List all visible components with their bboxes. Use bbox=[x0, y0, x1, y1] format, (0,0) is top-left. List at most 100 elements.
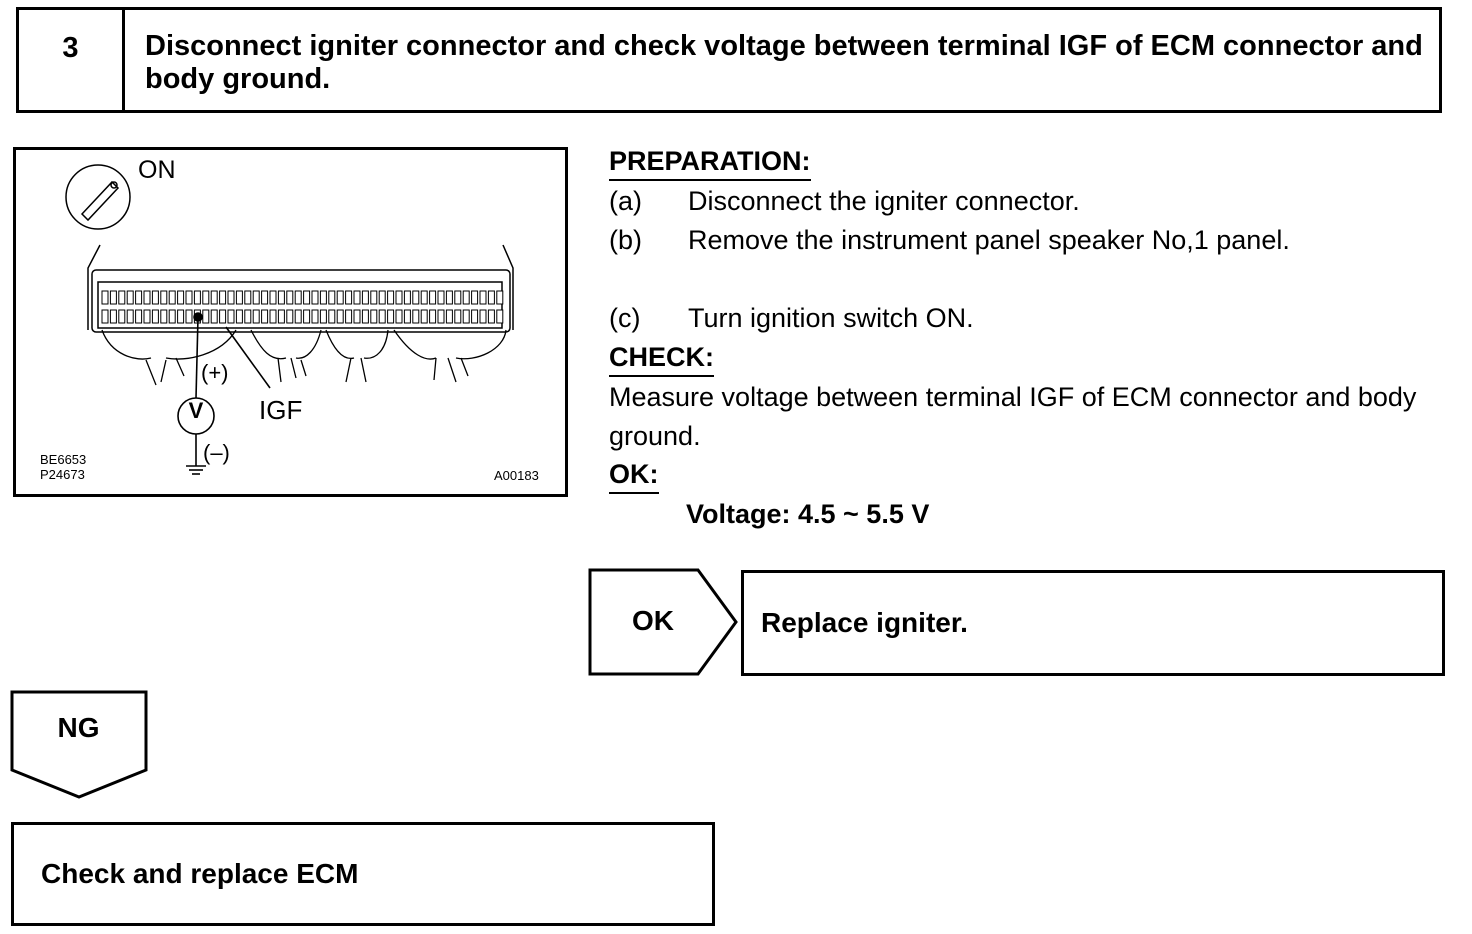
connector-pin bbox=[269, 290, 277, 305]
connector-pin bbox=[244, 290, 252, 305]
connector-pin bbox=[177, 290, 185, 305]
ok-arrow-shape bbox=[588, 568, 738, 676]
step-number-cell: 3 bbox=[19, 10, 125, 110]
connector-pin bbox=[135, 309, 143, 324]
connector-pin bbox=[345, 290, 353, 305]
connector-pin bbox=[395, 309, 403, 324]
connector-pin bbox=[269, 309, 277, 324]
connector-pin bbox=[479, 290, 487, 305]
connector-pin bbox=[109, 309, 117, 324]
connector-pin bbox=[227, 290, 235, 305]
connector-pin bbox=[437, 309, 445, 324]
ng-result-box: Check and replace ECM bbox=[11, 822, 715, 926]
voltmeter-probe bbox=[177, 312, 271, 475]
connector-pin bbox=[160, 290, 168, 305]
connector-pin bbox=[151, 309, 159, 324]
connector-pin bbox=[202, 309, 210, 324]
connector-pin bbox=[437, 290, 445, 305]
figure-code: A00183 bbox=[494, 468, 539, 483]
ecm-connector-diagram bbox=[65, 164, 514, 475]
connector-pin bbox=[168, 309, 176, 324]
connector-pin bbox=[336, 290, 344, 305]
connector-pin bbox=[420, 290, 428, 305]
connector-pin bbox=[219, 290, 227, 305]
connector-pin bbox=[420, 309, 428, 324]
connector-pin bbox=[151, 290, 159, 305]
connector-pin bbox=[412, 309, 420, 324]
connector-pin bbox=[277, 309, 285, 324]
connector-pin bbox=[294, 309, 302, 324]
figure-code: P24673 bbox=[40, 467, 85, 482]
figure-code: BE6653 bbox=[40, 452, 87, 467]
connector-pin bbox=[454, 309, 462, 324]
connector-pin bbox=[177, 309, 185, 324]
connector-pin bbox=[261, 309, 269, 324]
connector-pin bbox=[378, 309, 386, 324]
connector-pin bbox=[185, 290, 193, 305]
connector-pin bbox=[471, 290, 479, 305]
connector-pin bbox=[286, 309, 294, 324]
ecm-connector-body bbox=[87, 244, 514, 333]
connector-pin bbox=[328, 290, 336, 305]
connector-pin bbox=[353, 309, 361, 324]
step-header: 3 Disconnect igniter connector and check… bbox=[16, 7, 1442, 113]
connector-pin bbox=[109, 290, 117, 305]
step-title: Disconnect igniter connector and check v… bbox=[145, 30, 1423, 95]
preparation-heading: PREPARATION: bbox=[609, 144, 811, 181]
prep-step-text: Disconnect the igniter connector. bbox=[688, 186, 1080, 216]
prep-step-letter: (a) bbox=[609, 186, 642, 216]
connector-pin bbox=[286, 290, 294, 305]
voltmeter-icon: V bbox=[188, 398, 204, 423]
connector-pin bbox=[462, 290, 470, 305]
connector-pin bbox=[319, 290, 327, 305]
connector-pin bbox=[370, 309, 378, 324]
connector-pin bbox=[429, 290, 437, 305]
connector-pin bbox=[487, 290, 495, 305]
ok-voltage-spec: Voltage: 4.5 ~ 5.5 V bbox=[686, 499, 930, 529]
connector-pin bbox=[118, 309, 126, 324]
connector-pin bbox=[244, 309, 252, 324]
connector-pin bbox=[496, 309, 504, 324]
connector-pins bbox=[101, 290, 504, 324]
connector-pin bbox=[219, 309, 227, 324]
connector-pin bbox=[336, 309, 344, 324]
check-heading: CHECK: bbox=[609, 340, 714, 377]
connector-pin bbox=[160, 309, 168, 324]
ng-arrow-shape bbox=[10, 690, 148, 799]
connector-pin bbox=[361, 290, 369, 305]
connector-pin bbox=[496, 290, 504, 305]
connector-pin bbox=[126, 309, 134, 324]
connector-pin bbox=[378, 290, 386, 305]
connector-pin bbox=[185, 309, 193, 324]
connector-pin bbox=[345, 309, 353, 324]
connector-pin bbox=[143, 290, 151, 305]
connector-pin bbox=[235, 290, 243, 305]
ok-result-box: Replace igniter. bbox=[741, 570, 1445, 676]
connector-figure: ON (+) V IGF (–) BE6653 P24673 A00183 bbox=[13, 147, 568, 497]
connector-pin bbox=[118, 290, 126, 305]
ok-branch-label: OK bbox=[632, 605, 674, 636]
connector-pin bbox=[202, 290, 210, 305]
connector-pin bbox=[353, 290, 361, 305]
connector-pin bbox=[235, 309, 243, 324]
connector-pin bbox=[445, 309, 453, 324]
connector-pin bbox=[361, 309, 369, 324]
connector-pin bbox=[403, 290, 411, 305]
connector-pin bbox=[319, 309, 327, 324]
prep-step-text: Turn ignition switch ON. bbox=[688, 303, 974, 333]
connector-pin bbox=[429, 309, 437, 324]
ng-result-text: Check and replace ECM bbox=[41, 858, 359, 889]
connector-pin bbox=[403, 309, 411, 324]
connector-pin bbox=[135, 290, 143, 305]
ok-result-text: Replace igniter. bbox=[761, 607, 968, 638]
ok-heading: OK: bbox=[609, 457, 659, 494]
connector-pin bbox=[370, 290, 378, 305]
connector-pin bbox=[479, 309, 487, 324]
connector-pin bbox=[445, 290, 453, 305]
probe-plus-label: (+) bbox=[201, 360, 229, 385]
connector-pin bbox=[227, 309, 235, 324]
prep-step-text: Remove the instrument panel speaker No,1… bbox=[688, 225, 1290, 255]
connector-pin bbox=[454, 290, 462, 305]
connector-pin bbox=[462, 309, 470, 324]
prep-step-letter: (b) bbox=[609, 225, 642, 255]
